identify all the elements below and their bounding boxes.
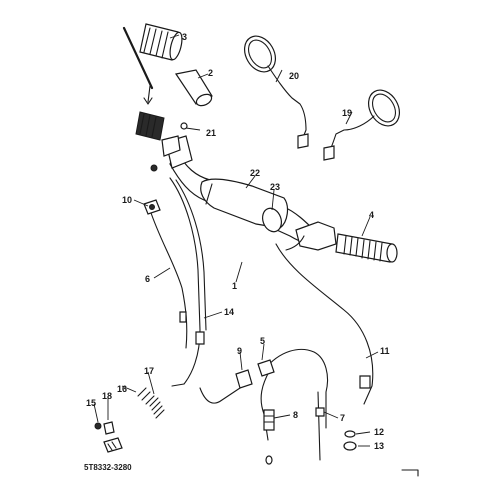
corner-mark [401, 469, 419, 477]
callout-21: 21 [206, 128, 216, 138]
left-grip-upper [122, 23, 183, 90]
callouts: 3 2 20 4 19 21 22 23 1 10 6 14 5 9 11 17… [86, 32, 390, 451]
callout-13: 13 [374, 441, 384, 451]
callout-15: 15 [86, 398, 96, 408]
handlebar [165, 135, 337, 251]
left-grip-lower [135, 111, 188, 172]
callout-22: 22 [250, 168, 260, 178]
callout-1: 1 [232, 281, 237, 291]
callout-20: 20 [289, 71, 299, 81]
cables [149, 177, 374, 461]
callout-19: 19 [342, 108, 352, 118]
callout-3: 3 [182, 32, 187, 42]
callout-2: 2 [208, 68, 213, 78]
callout-23: 23 [270, 182, 280, 192]
leader-lines [93, 34, 379, 447]
cable-fittings [94, 199, 371, 465]
callout-10: 10 [122, 195, 132, 205]
callout-11: 11 [380, 346, 390, 356]
right-grip [335, 233, 398, 263]
callout-18: 18 [102, 391, 112, 401]
part-code: 5T8332-3280 [84, 463, 132, 472]
throttle-sleeve [175, 69, 213, 107]
callout-9: 9 [237, 346, 242, 356]
callout-7: 7 [340, 413, 345, 423]
callout-17: 17 [144, 366, 154, 376]
callout-6: 6 [145, 274, 150, 284]
callout-8: 8 [293, 410, 298, 420]
callout-16: 16 [117, 384, 127, 394]
left-mirror [243, 35, 309, 149]
callout-4: 4 [369, 210, 374, 220]
callout-5: 5 [260, 336, 265, 346]
right-mirror [323, 89, 401, 161]
assembly-arrow [147, 85, 151, 103]
callout-14: 14 [224, 307, 234, 317]
callout-12: 12 [374, 427, 384, 437]
